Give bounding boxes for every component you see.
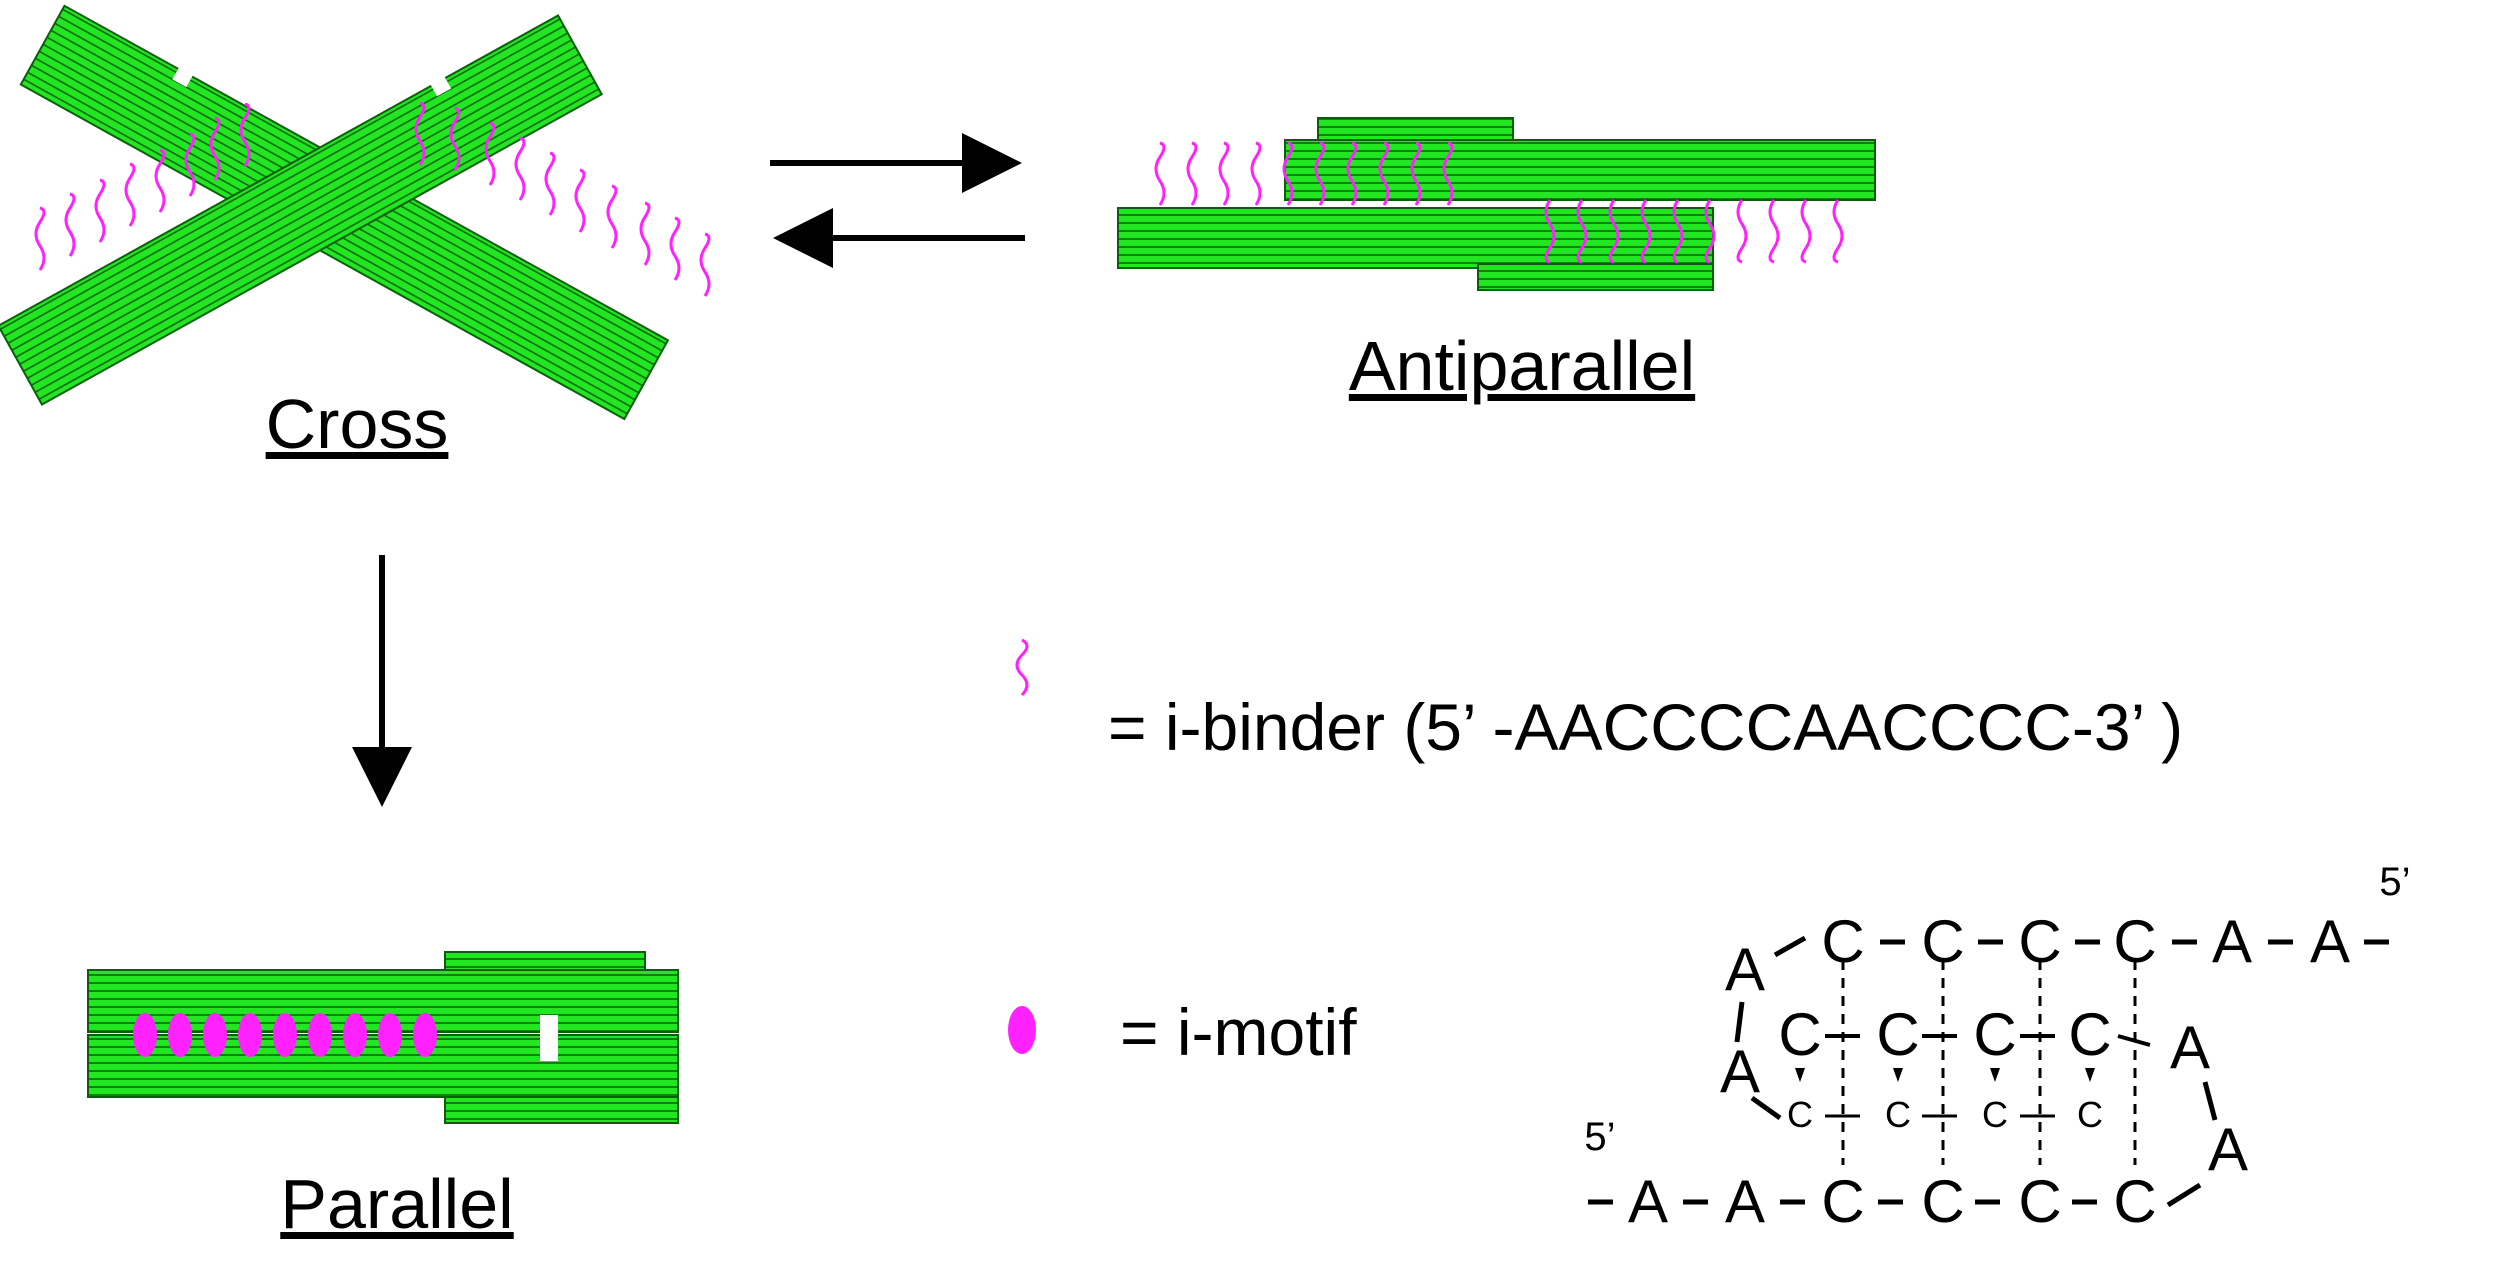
svg-text:C: C bbox=[1787, 1094, 1813, 1135]
imotif-structure: C C C C A A 5’ A A bbox=[1584, 860, 2410, 1235]
ibinder-icon bbox=[1015, 638, 1029, 697]
svg-text:C: C bbox=[1885, 1094, 1911, 1135]
svg-text:A: A bbox=[1725, 1168, 1765, 1235]
svg-text:A: A bbox=[1725, 936, 1765, 1003]
parallel-imotifs bbox=[133, 1013, 437, 1057]
svg-text:C: C bbox=[1876, 1001, 1919, 1068]
antiparallel-structure: Antiparallel bbox=[1117, 117, 1876, 405]
svg-text:C: C bbox=[1921, 1168, 1964, 1235]
cross-label: Cross bbox=[266, 385, 449, 463]
svg-text:C: C bbox=[1982, 1094, 2008, 1135]
svg-text:C: C bbox=[1821, 1168, 1864, 1235]
parallel-structure: Parallel bbox=[87, 951, 679, 1243]
cross-structure: Cross bbox=[0, 4, 711, 463]
imotif-left-loop: A A bbox=[1720, 936, 1782, 1121]
imotif-legend-text: = i-motif bbox=[1120, 995, 1357, 1069]
svg-text:C: C bbox=[2113, 908, 2156, 975]
equilibrium-arrows bbox=[770, 133, 1025, 268]
parallel-label: Parallel bbox=[280, 1165, 513, 1243]
imotif-right-loop: A A bbox=[2170, 1014, 2248, 1183]
svg-text:A: A bbox=[1720, 1038, 1760, 1105]
svg-text:C: C bbox=[2077, 1094, 2103, 1135]
svg-text:C: C bbox=[2018, 908, 2061, 975]
svg-text:A: A bbox=[2212, 908, 2252, 975]
svg-text:A: A bbox=[2208, 1116, 2248, 1183]
svg-text:A: A bbox=[2170, 1014, 2210, 1081]
cross-ibinders-right bbox=[414, 101, 711, 297]
imotif-top-row: C C C C A A 5’ bbox=[1773, 860, 2411, 975]
ibinder-legend-text: = i-binder (5’ -AACCCCAACCCC-3’ ) bbox=[1108, 690, 2183, 764]
antiparallel-label: Antiparallel bbox=[1349, 327, 1695, 405]
imotif-bottom-row: 5’ A A C C C C bbox=[1584, 1115, 2202, 1235]
svg-text:C: C bbox=[2068, 1001, 2111, 1068]
top-prime-label: 5’ bbox=[2379, 860, 2410, 904]
svg-text:C: C bbox=[1778, 1001, 1821, 1068]
svg-text:A: A bbox=[1628, 1168, 1668, 1235]
legend: = i-binder (5’ -AACCCCAACCCC-3’ ) = i-mo… bbox=[1008, 638, 2183, 1069]
cross-ibinders-left bbox=[34, 102, 251, 271]
imotif-icon bbox=[1008, 1006, 1036, 1054]
svg-text:A: A bbox=[2310, 908, 2350, 975]
svg-text:C: C bbox=[1921, 908, 1964, 975]
antiparallel-ibinders-top bbox=[1154, 141, 1454, 206]
bottom-prime-label: 5’ bbox=[1584, 1115, 1615, 1159]
imotif-small-row: C C C C bbox=[1787, 1094, 2103, 1135]
svg-text:C: C bbox=[1821, 908, 1864, 975]
svg-text:C: C bbox=[2018, 1168, 2061, 1235]
svg-text:C: C bbox=[2113, 1168, 2156, 1235]
svg-text:C: C bbox=[1973, 1001, 2016, 1068]
antiparallel-ibinders-bottom bbox=[1544, 199, 1844, 264]
imotif-middle-row: C C C C bbox=[1778, 1001, 2151, 1082]
